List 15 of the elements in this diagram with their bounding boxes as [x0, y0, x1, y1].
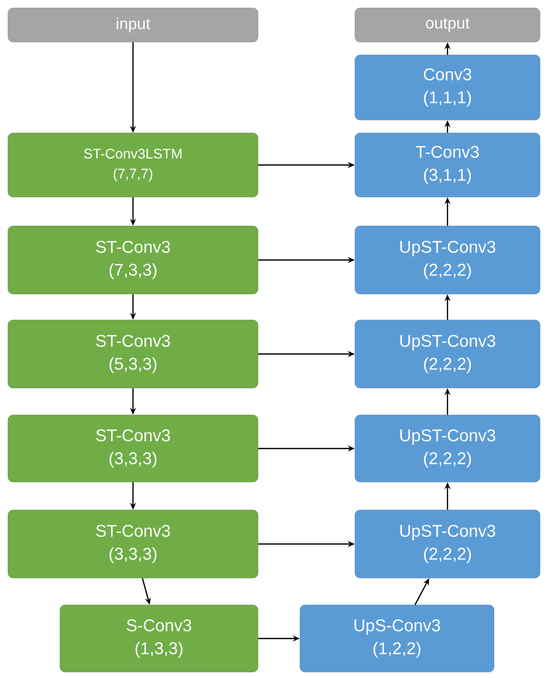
decoder-box: UpS-Conv3 (1,2,2) — [300, 604, 494, 672]
encoder-box: ST-Conv3 (5,3,3) — [8, 320, 258, 388]
encoder-box: S-Conv3 (1,3,3) — [60, 604, 258, 672]
encoder-box: ST-Conv3LSTM (7,7,7) — [8, 132, 258, 198]
decoder-box: UpST-Conv3 (2,2,2) — [354, 226, 540, 294]
decoder-box: UpST-Conv3 (2,2,2) — [354, 320, 540, 388]
decoder-box: UpST-Conv3 (2,2,2) — [354, 414, 540, 482]
encoder-box: ST-Conv3 (7,3,3) — [8, 226, 258, 294]
encoder-box: ST-Conv3 (3,3,3) — [8, 414, 258, 482]
decoder-box: Conv3 (1,1,1) — [354, 54, 540, 120]
decoder-box: T-Conv3 (3,1,1) — [354, 132, 540, 198]
encoder-box: ST-Conv3 (3,3,3) — [8, 510, 258, 578]
decoder-box: UpST-Conv3 (2,2,2) — [354, 510, 540, 578]
io-box: input — [8, 8, 258, 42]
io-box: output — [354, 8, 540, 42]
